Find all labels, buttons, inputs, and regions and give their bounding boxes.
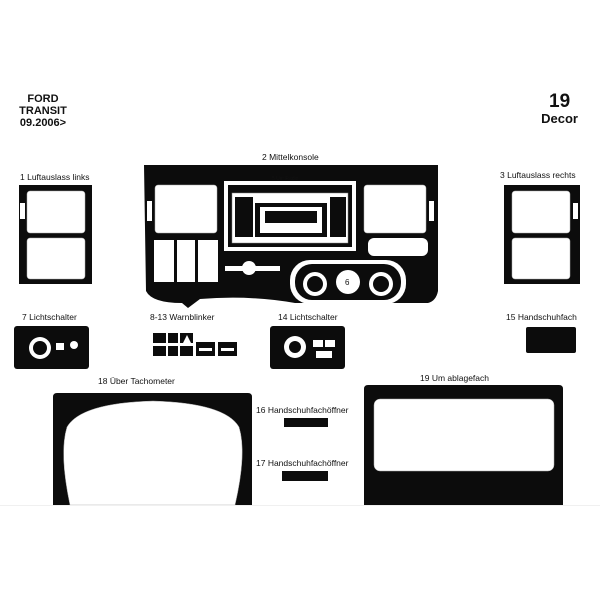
part-16-glove-box-opener[interactable] bbox=[284, 418, 328, 427]
part-14-label: 14 Lichtschalter bbox=[278, 312, 338, 322]
part-1-label: 1 Luftauslass links bbox=[20, 172, 90, 182]
cd-label: 6000 CD bbox=[280, 207, 300, 213]
light-switch-14-shape bbox=[270, 326, 345, 369]
part-3-label: 3 Luftauslass rechts bbox=[500, 170, 576, 180]
part-8-13-label: 8-13 Warnblinker bbox=[150, 312, 215, 322]
part-2-label: 2 Mittelkonsole bbox=[262, 152, 319, 162]
brand-line-2: TRANSIT bbox=[19, 105, 67, 117]
part-7-label: 7 Lichtschalter bbox=[22, 312, 77, 322]
vehicle-model-heading: FORD TRANSIT 09.2006> bbox=[12, 93, 74, 129]
light-switch-7-shape bbox=[14, 326, 89, 369]
brand-line-3: 09.2006> bbox=[19, 117, 67, 129]
part-2-center-console[interactable]: 5 Um Radio 6000 CD 6 bbox=[140, 163, 442, 310]
center-console-shape bbox=[144, 165, 438, 308]
part-1-air-vent-left[interactable] bbox=[17, 183, 94, 286]
part-7-light-switch[interactable] bbox=[14, 326, 89, 369]
part-19-storage-surround[interactable] bbox=[364, 385, 563, 505]
part-8-13-hazard-switches[interactable] bbox=[153, 333, 238, 357]
part-15-glove-box-piece[interactable] bbox=[526, 327, 576, 353]
sheet-bottom-area bbox=[0, 505, 600, 601]
part-18-label: 18 Über Tachometer bbox=[98, 376, 175, 386]
knob-number: 6 bbox=[345, 278, 350, 287]
brand-line-1: FORD bbox=[27, 93, 59, 105]
decor-word: Decor bbox=[541, 111, 578, 126]
storage-surround-shape bbox=[364, 385, 563, 505]
decor-number: 19 bbox=[549, 91, 571, 112]
air-vent-left-shape bbox=[19, 185, 92, 284]
air-vent-right-shape bbox=[504, 185, 580, 284]
part-3-air-vent-right[interactable] bbox=[502, 183, 582, 286]
decor-heading: 19 Decor bbox=[541, 91, 578, 127]
part-15-label: 15 Handschuhfach bbox=[506, 312, 577, 322]
part-14-light-switch[interactable] bbox=[270, 326, 345, 369]
speedometer-surround-shape bbox=[53, 393, 252, 506]
part-18-over-speedometer[interactable] bbox=[53, 393, 252, 506]
part-19-label: 19 Um ablagefach bbox=[420, 373, 489, 383]
part-17-label: 17 Handschuhfachöffner bbox=[256, 458, 349, 468]
hazard-switches-shape bbox=[153, 333, 237, 356]
part-17-glove-box-opener[interactable] bbox=[282, 471, 328, 481]
part-16-label: 16 Handschuhfachöffner bbox=[256, 405, 349, 415]
radio-label: 5 Um Radio bbox=[272, 176, 299, 182]
